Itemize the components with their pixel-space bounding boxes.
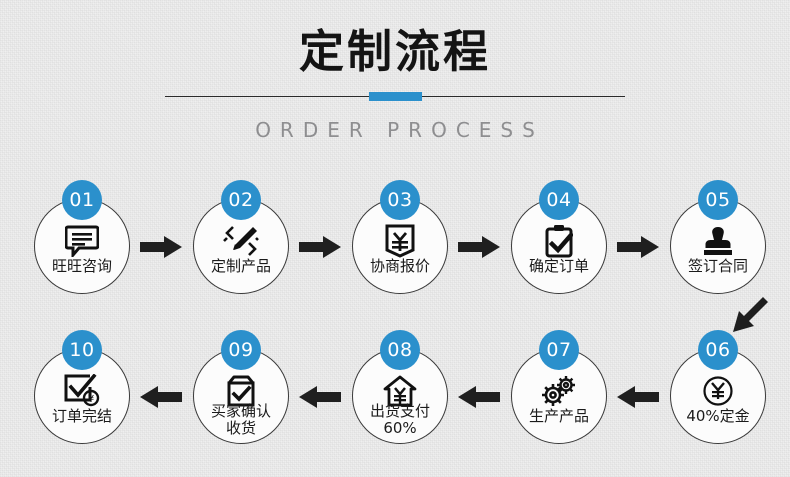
yuan-circle-icon	[670, 374, 766, 408]
process-step-06[interactable]: 40%定金 06	[670, 330, 766, 444]
step-label: 协商报价	[369, 257, 430, 275]
process-step-04[interactable]: 确定订单 04	[511, 180, 607, 294]
step-label: 买家确认 收货	[210, 402, 271, 437]
box-check-icon	[193, 374, 289, 408]
page-subtitle: ORDER PROCESS	[255, 118, 544, 142]
process-step-02[interactable]: 定制产品 02	[193, 180, 289, 294]
step-number-badge: 04	[539, 180, 579, 220]
step-label: 生产产品	[528, 407, 589, 425]
checkbox-yuan-icon: ¥	[34, 374, 130, 408]
process-step-09[interactable]: 买家确认 收货 09	[193, 330, 289, 444]
clipboard-check-icon	[511, 224, 607, 258]
process-step-03[interactable]: 协商报价 03	[352, 180, 448, 294]
step-number-badge: 01	[62, 180, 102, 220]
process-step-07[interactable]: 生产产品 07	[511, 330, 607, 444]
flow-arrow-diagonal-down-left	[722, 296, 770, 344]
title-divider-accent	[369, 92, 422, 101]
flow-arrow-right	[617, 234, 659, 260]
step-number-badge: 05	[698, 180, 738, 220]
step-label: 旺旺咨询	[51, 257, 112, 275]
process-step-10[interactable]: ¥ 订单完结 10	[34, 330, 130, 444]
step-label: 定制产品	[210, 257, 271, 275]
step-number-badge: 10	[62, 330, 102, 370]
flow-arrow-left	[617, 384, 659, 410]
stamp-icon	[670, 224, 766, 258]
step-number-badge: 03	[380, 180, 420, 220]
flow-arrow-left	[458, 384, 500, 410]
chat-bubble-icon	[34, 224, 130, 258]
svg-text:¥: ¥	[88, 394, 94, 405]
process-step-05[interactable]: 签订合同 05	[670, 180, 766, 294]
step-label: 40%定金	[686, 407, 750, 425]
step-number-badge: 09	[221, 330, 261, 370]
flow-arrow-left	[299, 384, 341, 410]
flow-arrow-left	[140, 384, 182, 410]
process-row-bottom: ¥ 订单完结 10 买家确认 收货 09	[0, 330, 790, 466]
step-number-badge: 07	[539, 330, 579, 370]
process-step-01[interactable]: 旺旺咨询 01	[34, 180, 130, 294]
flow-arrow-right	[299, 234, 341, 260]
step-number-badge: 08	[380, 330, 420, 370]
step-label: 签订合同	[687, 257, 748, 275]
gears-icon	[511, 374, 607, 408]
flow-arrow-right	[140, 234, 182, 260]
price-tag-yuan-icon	[352, 224, 448, 258]
step-number-badge: 02	[221, 180, 261, 220]
step-label: 订单完结	[51, 407, 112, 425]
page-title: 定制流程	[298, 25, 491, 78]
step-label: 出货支付 60%	[369, 402, 430, 437]
house-yuan-icon	[352, 374, 448, 408]
header: 定制流程 ORDER PROCESS	[0, 0, 790, 165]
flow-arrow-right	[458, 234, 500, 260]
process-row-top: 旺旺咨询 01 定制产品 02	[0, 180, 790, 316]
pencil-icon	[193, 224, 289, 258]
process-step-08[interactable]: 出货支付 60% 08	[352, 330, 448, 444]
step-label: 确定订单	[528, 257, 589, 275]
step-number-badge: 06	[698, 330, 738, 370]
